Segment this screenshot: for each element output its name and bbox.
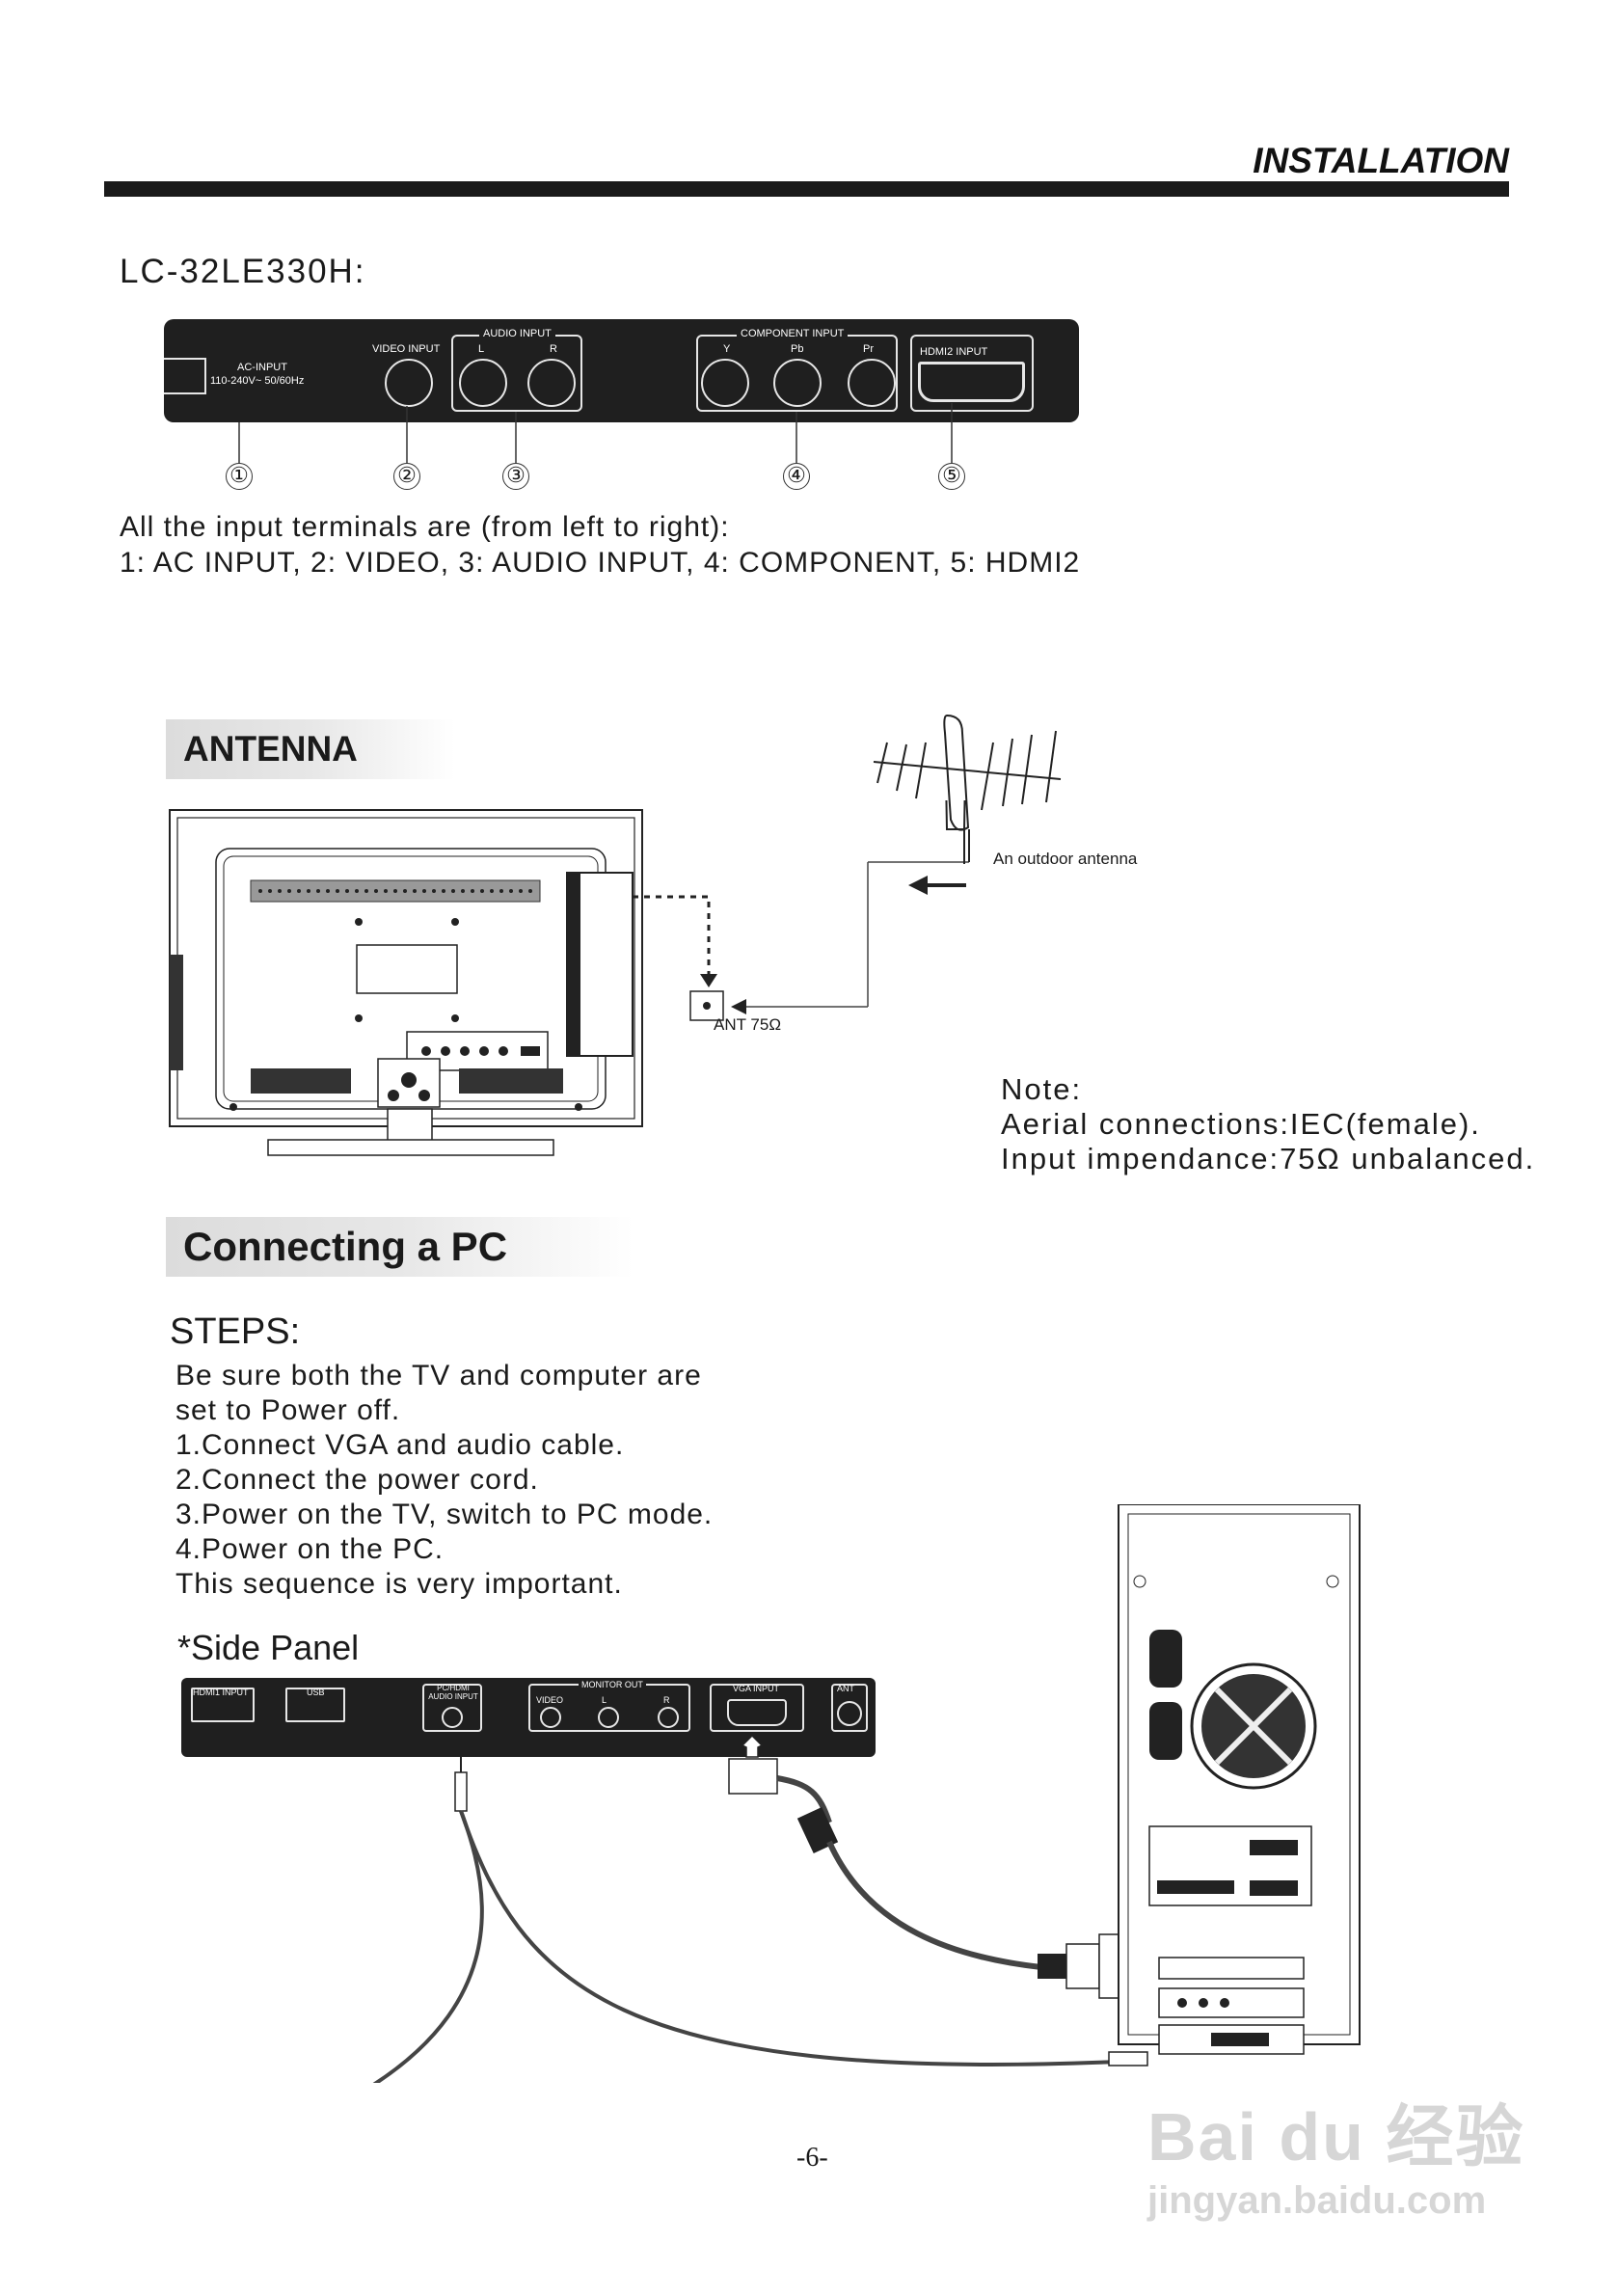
monitor-out-label: MONITOR OUT: [579, 1680, 646, 1689]
vga-group: [710, 1684, 804, 1732]
steps-title: STEPS:: [170, 1311, 301, 1352]
model-title: LC-32LE330H:: [120, 253, 366, 290]
pc-audio-group: [422, 1684, 482, 1732]
audio-l-label: L: [478, 343, 485, 355]
vga-label: VGA INPUT: [733, 1684, 780, 1693]
watermark-url: jingyan.baidu.com: [1147, 2179, 1487, 2222]
comp-pr-jack: [848, 359, 896, 407]
callout-2: ②: [393, 463, 420, 490]
pc-audio-label: PC/HDMI AUDIO INPUT: [428, 1684, 478, 1701]
callout-lines: [238, 403, 953, 463]
comp-y-jack: [701, 359, 749, 407]
comp-y-label: Y: [723, 343, 731, 355]
ac-socket: [164, 358, 206, 394]
step-line: Be sure both the TV and computer are: [175, 1360, 702, 1391]
header-title: INSTALLATION: [1253, 141, 1509, 180]
hdmi2-label: HDMI2 INPUT: [920, 346, 988, 358]
ant-group: [831, 1684, 868, 1732]
mo-l-label: L: [602, 1695, 607, 1705]
ant-side-label: ANT: [837, 1684, 854, 1693]
mo-r-label: R: [663, 1695, 670, 1705]
step-line: This sequence is very important.: [175, 1568, 623, 1600]
comp-pr-label: Pr: [863, 343, 874, 355]
audio-input-label: AUDIO INPUT: [479, 328, 555, 339]
step-line: set to Power off.: [175, 1394, 401, 1426]
usb-label: USB: [307, 1688, 325, 1697]
steps-list: Be sure both the TV and computer are set…: [175, 1359, 713, 1602]
note-label: Note:: [1001, 1072, 1083, 1106]
outdoor-antenna-label: An outdoor antenna: [993, 850, 1138, 868]
mo-video-jack: [540, 1707, 561, 1728]
callout-5: ⑤: [938, 463, 965, 490]
callout-1: ①: [226, 463, 253, 490]
audio-l-jack: [459, 359, 507, 407]
note-line-1: Aerial connections:IEC(female).: [1001, 1107, 1481, 1141]
pc-heading: Connecting a PC: [166, 1217, 634, 1277]
outdoor-antenna-icon: [873, 714, 1062, 864]
terminals-list: 1: AC INPUT, 2: VIDEO, 3: AUDIO INPUT, 4…: [120, 547, 1081, 579]
terminals-intro: All the input terminals are (from left t…: [120, 511, 730, 543]
mo-l-jack: [598, 1707, 619, 1728]
hdmi2-group: [910, 335, 1034, 412]
hdmi1-label: HDMI1 INPUT: [193, 1688, 249, 1697]
note-line-2: Input impendance:75Ω unbalanced.: [1001, 1142, 1536, 1175]
hdmi1-port: [191, 1688, 255, 1722]
ant-label: ANT 75Ω: [714, 1015, 782, 1034]
step-line: 4.Power on the PC.: [175, 1533, 445, 1565]
ant-side-jack: [837, 1701, 862, 1726]
step-line: 2.Connect the power cord.: [175, 1464, 539, 1496]
tv-back-diagram: [169, 800, 970, 1156]
callout-3: ③: [502, 463, 529, 490]
mo-video-label: VIDEO: [536, 1695, 564, 1705]
comp-pb-jack: [773, 359, 822, 407]
hdmi2-port: [918, 362, 1025, 402]
ac-input-label: AC-INPUT: [237, 362, 287, 373]
audio-r-label: R: [550, 343, 557, 355]
ac-spec-label: 110-240V~ 50/60Hz: [210, 375, 305, 387]
header-rule: [104, 181, 1509, 197]
side-panel-label: *Side Panel: [177, 1628, 360, 1667]
page-number: -6-: [796, 2143, 828, 2173]
step-line: 3.Power on the TV, switch to PC mode.: [175, 1499, 714, 1530]
usb-port: [285, 1688, 345, 1722]
video-jack: [385, 359, 433, 407]
component-input-label: COMPONENT INPUT: [737, 328, 849, 339]
audio-r-jack: [527, 359, 576, 407]
pc-audio-jack: [442, 1707, 463, 1728]
mo-r-jack: [658, 1707, 679, 1728]
watermark-logo: Bai du 经验: [1147, 2099, 1525, 2174]
antenna-heading: ANTENNA: [166, 719, 455, 779]
step-line: 1.Connect VGA and audio cable.: [175, 1429, 625, 1461]
pc-connection-diagram: [372, 1504, 1361, 2083]
video-input-label: VIDEO INPUT: [372, 343, 441, 355]
callout-4: ④: [783, 463, 810, 490]
vga-port: [727, 1699, 787, 1726]
rear-panel: AC-INPUT 110-240V~ 50/60Hz VIDEO INPUT A…: [164, 319, 1079, 422]
comp-pb-label: Pb: [791, 343, 804, 355]
